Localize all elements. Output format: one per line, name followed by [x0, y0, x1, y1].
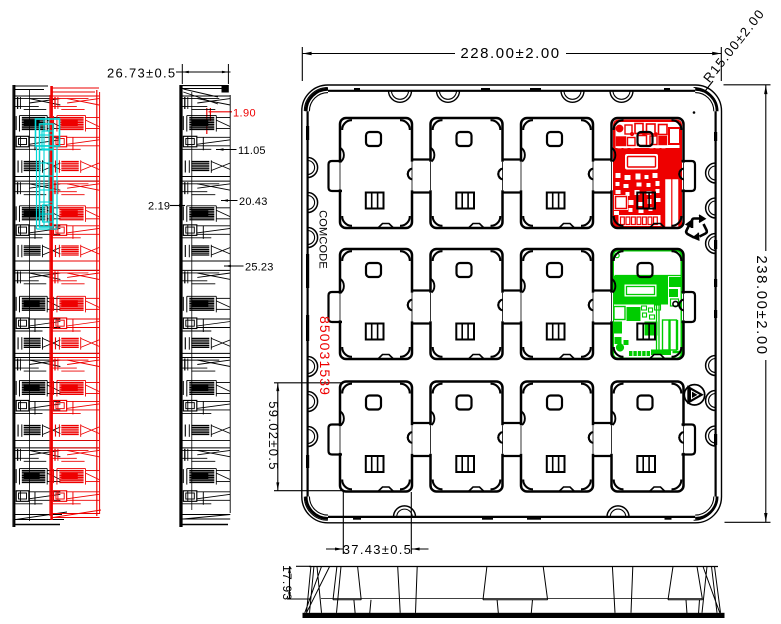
svg-text:850031539: 850031539 — [317, 316, 333, 396]
svg-text:228.00±2.00: 228.00±2.00 — [460, 45, 560, 62]
svg-text:R15.00±2.00: R15.00±2.00 — [700, 6, 768, 86]
svg-text:37.43±0.5: 37.43±0.5 — [343, 542, 412, 557]
svg-text:2.19: 2.19 — [148, 201, 170, 213]
svg-text:17.93: 17.93 — [280, 565, 294, 601]
svg-text:25.23: 25.23 — [245, 262, 274, 274]
svg-text:1.90: 1.90 — [233, 108, 256, 120]
svg-text:20.43: 20.43 — [239, 196, 268, 208]
svg-text:238.00±2.00: 238.00±2.00 — [753, 255, 770, 355]
svg-text:COMCODE: COMCODE — [317, 210, 329, 269]
svg-text:59.02±0.5: 59.02±0.5 — [266, 401, 281, 470]
svg-text:11.05: 11.05 — [238, 145, 266, 157]
svg-text:26.73±0.5: 26.73±0.5 — [107, 66, 176, 81]
